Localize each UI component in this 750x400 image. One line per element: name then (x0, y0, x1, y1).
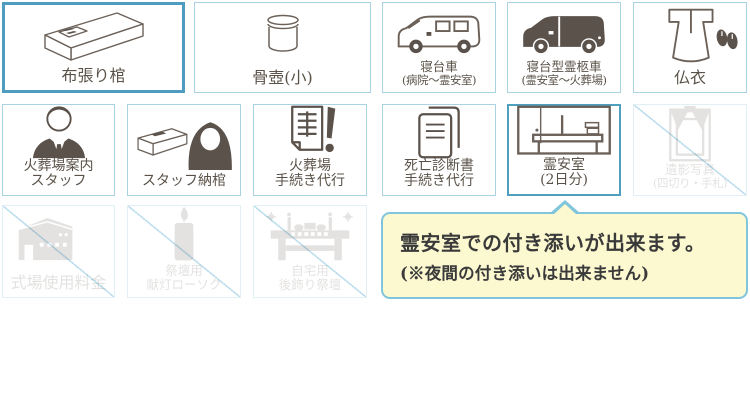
card-bed-car[interactable]: 寝台車 (病院〜霊安室) (382, 2, 496, 93)
card-death-certificate[interactable]: 死亡診断書 手続き代行 (382, 104, 496, 196)
card-crematory-guide-staff[interactable]: 火葬場案内 スタッフ (2, 104, 115, 196)
card-label: 式場使用料金 (10, 273, 107, 293)
card-label: 寝台車 (病院〜霊安室) (402, 59, 476, 88)
card-hearse[interactable]: 寝台型霊柩車 (霊安室〜火葬場) (507, 2, 621, 93)
portrait-frame-icon (634, 105, 746, 163)
card-label: 寝台型霊柩車 (霊安室〜火葬場) (521, 59, 607, 88)
tooltip-text-note: (※夜間の付き添いは出来ません) (400, 264, 650, 283)
urn-icon (195, 3, 370, 69)
building-icon (3, 206, 114, 274)
card-urn-small[interactable]: 骨壺(小) (194, 2, 371, 93)
card-altar-candle[interactable]: 祭壇用 献灯ローソク (127, 205, 241, 298)
card-label: 骨壺(小) (252, 68, 313, 88)
van-filled-icon (508, 3, 620, 60)
card-label: 霊安室 (2日分) (540, 156, 588, 189)
card-buddhist-robe[interactable]: 仏衣 (633, 2, 747, 93)
card-label: 祭壇用 献灯ローソク (146, 263, 222, 292)
card-label: スタッフ納棺 (142, 173, 226, 190)
card-cloth-coffin[interactable]: 布張り棺 (2, 2, 185, 93)
van-outline-icon (383, 3, 495, 60)
card-staff-encoffining[interactable]: スタッフ納棺 (127, 104, 241, 196)
card-portrait-photo[interactable]: 遺影写真 (四切り・手札) (633, 104, 747, 196)
card-label: 火葬場案内 スタッフ (23, 157, 94, 190)
staff-woman-coffin-icon (128, 105, 240, 174)
card-hall-fee[interactable]: 式場使用料金 (2, 205, 115, 298)
card-label: 火葬場 手続き代行 (275, 157, 345, 190)
tooltip-text-main: 霊安室での付き添いが出来ます。 (400, 231, 706, 255)
card-label: 布張り棺 (61, 66, 126, 86)
mortuary-room-icon (509, 105, 619, 158)
candle-icon (128, 206, 240, 264)
coffin-icon (5, 5, 182, 67)
card-label: 死亡診断書 手続き代行 (404, 157, 474, 190)
home-altar-icon (254, 206, 366, 264)
card-label: 遺影写真 (四切り・手札) (653, 162, 727, 191)
card-crematory-procedure[interactable]: 火葬場 手続き代行 (253, 104, 367, 196)
card-mortuary[interactable]: 霊安室 (2日分) (507, 104, 621, 196)
document-pen-icon (254, 105, 366, 159)
kimono-icon (634, 3, 746, 69)
card-label: 自宅用 後飾り祭壇 (278, 263, 342, 292)
mortuary-tooltip: 霊安室での付き添いが出来ます。 (※夜間の付き添いは出来ません) (381, 200, 748, 299)
card-label: 仏衣 (673, 68, 706, 88)
papers-icon (383, 105, 495, 159)
card-home-altar[interactable]: 自宅用 後飾り祭壇 (253, 205, 367, 298)
staff-man-icon (3, 105, 114, 159)
